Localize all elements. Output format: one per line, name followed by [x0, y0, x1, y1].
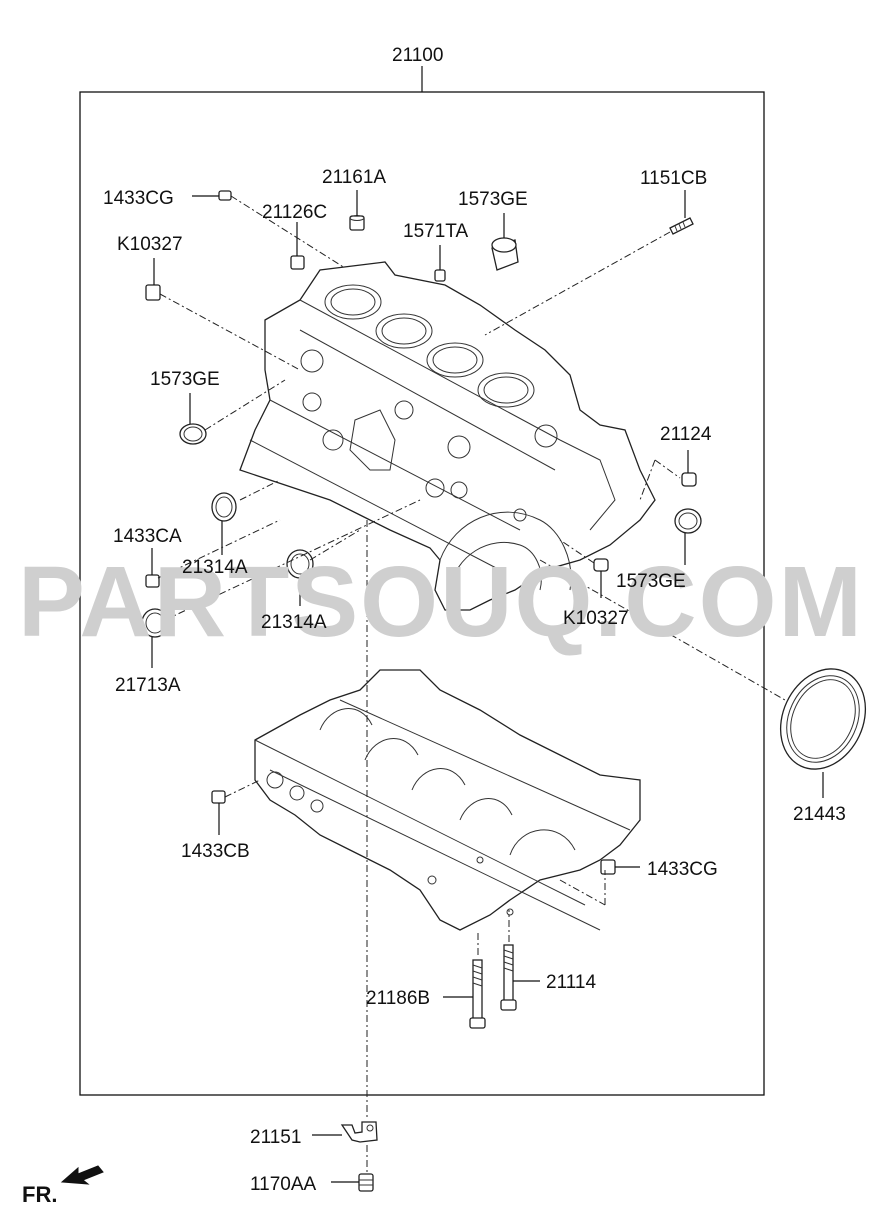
bolt-1170AA: [358, 1173, 374, 1192]
label-21151: 21151: [250, 1127, 301, 1148]
plug-1571TA: [434, 269, 446, 282]
label-1573GE-top: 1573GE: [458, 189, 528, 210]
leader-lines: [151, 190, 824, 1183]
label-1170AA: 1170AA: [250, 1174, 317, 1195]
label-1571TA: 1571TA: [403, 221, 468, 242]
label-1151CB: 1151CB: [640, 168, 707, 189]
dowel-pin-1433CG-top: [218, 190, 232, 201]
label-21713A: 21713A: [115, 675, 181, 696]
dowel-21126C: [290, 255, 305, 270]
cap-1573GE-left: [179, 423, 207, 445]
label-K10327-right: K10327: [563, 608, 629, 629]
front-direction-marker: FR.: [22, 1165, 104, 1207]
label-21186B: 21186B: [366, 988, 430, 1009]
stud-1151CB: [669, 217, 694, 235]
bracket-21151: [340, 1121, 378, 1143]
dowel-1433CB: [211, 790, 226, 804]
label-21161A: 21161A: [322, 167, 386, 188]
bolt-21114: [500, 944, 517, 1011]
dowel-21124: [681, 472, 697, 487]
seal-21314A-a: [211, 492, 237, 522]
bolt-21186B: [469, 959, 486, 1029]
cap-1573GE-right: [674, 508, 702, 534]
alignment-lines: [157, 195, 786, 1174]
cylinder-block-upper: [239, 261, 656, 611]
seal-21713A: [141, 608, 169, 638]
assembly-number: 21100: [392, 45, 443, 66]
plug-21161A: [349, 215, 365, 231]
label-1433CG-top: 1433CG: [103, 188, 174, 209]
label-1433CA: 1433CA: [113, 526, 182, 547]
oil-seal-21443: [779, 668, 867, 770]
dowel-1433CG-bottom: [600, 859, 616, 875]
watermark: PARTSOUQ.COM: [18, 546, 864, 658]
cap-1573GE-top: [491, 237, 519, 271]
label-21443: 21443: [793, 804, 846, 825]
label-21314A-b: 21314A: [261, 612, 327, 633]
label-1433CG-bottom: 1433CG: [647, 859, 718, 880]
front-label: FR.: [22, 1182, 57, 1207]
front-arrow-icon: [60, 1165, 104, 1185]
label-1573GE-left: 1573GE: [150, 369, 220, 390]
label-1433CB: 1433CB: [181, 841, 250, 862]
label-21314A-a: 21314A: [182, 557, 248, 578]
label-21124: 21124: [660, 424, 712, 445]
label-21126C: 21126C: [262, 202, 327, 223]
dowel-K10327-left: [145, 284, 161, 301]
label-1573GE-right: 1573GE: [616, 571, 686, 592]
label-K10327-left: K10327: [117, 234, 183, 255]
part-labels: 1433CG 21161A 1573GE 1151CB 21126C 1571T…: [103, 167, 846, 1195]
label-21114: 21114: [546, 972, 596, 993]
crankcase-lower: [254, 669, 641, 931]
